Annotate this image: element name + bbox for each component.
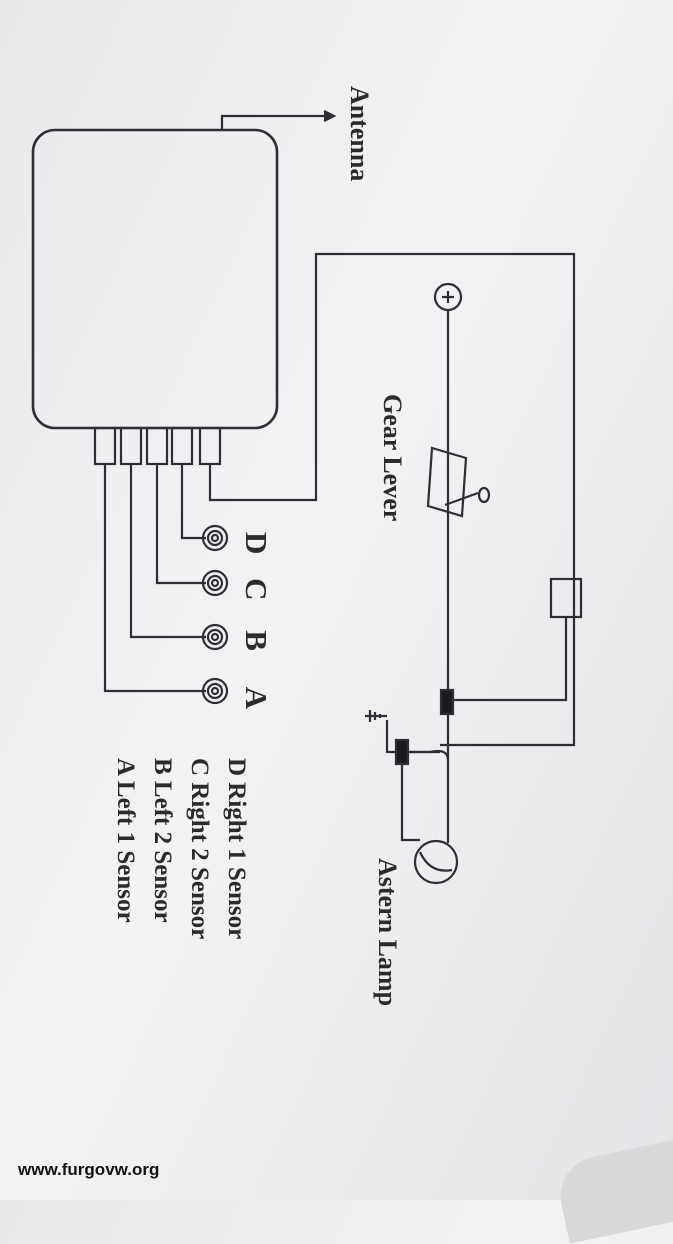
sensor-lead-d: [180, 464, 206, 540]
legend-item: D Right 1 Sensor: [223, 758, 250, 940]
wiring-diagram: [31, 110, 583, 885]
legend-item: B Left 2 Sensor: [149, 758, 176, 923]
control-unit: [31, 128, 279, 430]
watermark: www.furgovw.org: [18, 1160, 160, 1179]
ground-icon: [365, 710, 387, 722]
antenna-arrow: [323, 110, 337, 122]
connector-a: [93, 426, 117, 466]
astern-lamp-icon: [413, 839, 459, 885]
astern-lamp-label: Astern Lamp: [373, 858, 402, 1007]
connector-c: [145, 426, 169, 466]
port-label-b: B: [239, 630, 274, 652]
sensor-lead-c: [155, 464, 206, 585]
sensor-lead-b: [129, 464, 206, 639]
antenna-wire: [220, 114, 330, 130]
legend-item: C Right 2 Sensor: [186, 758, 213, 940]
relay-box: [549, 577, 583, 619]
port-label-a: A: [239, 686, 274, 711]
crimp-connector-2: [394, 738, 410, 766]
connector-d: [170, 426, 194, 466]
sensor-socket-a: [201, 677, 229, 705]
sensor-lead-a: [103, 464, 206, 693]
gear-lever-label: Gear Lever: [378, 394, 407, 522]
gear-lever-switch: [426, 446, 468, 518]
connector-power: [198, 426, 222, 466]
legend-item: A Left 1 Sensor: [112, 758, 139, 923]
port-labels: D C B A: [238, 532, 274, 710]
connector-b: [119, 426, 143, 466]
port-label-d: D: [239, 532, 274, 556]
sensor-socket-c: [201, 569, 229, 597]
port-label-c: C: [239, 578, 274, 602]
sensor-socket-b: [201, 623, 229, 651]
sensor-socket-d: [201, 524, 229, 552]
power-lead: [208, 252, 576, 747]
antenna-label: Antenna: [345, 86, 374, 182]
crimp-connector-1: [439, 688, 455, 716]
